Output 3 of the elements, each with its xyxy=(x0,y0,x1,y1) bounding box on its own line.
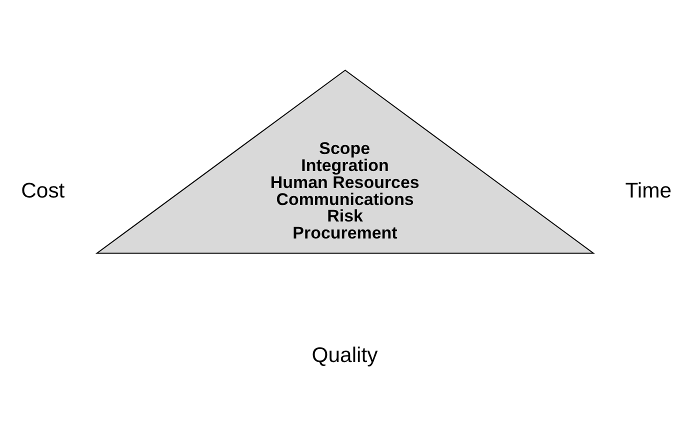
label: Quality xyxy=(312,344,378,367)
label: Cost xyxy=(21,180,65,203)
label: Time xyxy=(625,180,672,203)
